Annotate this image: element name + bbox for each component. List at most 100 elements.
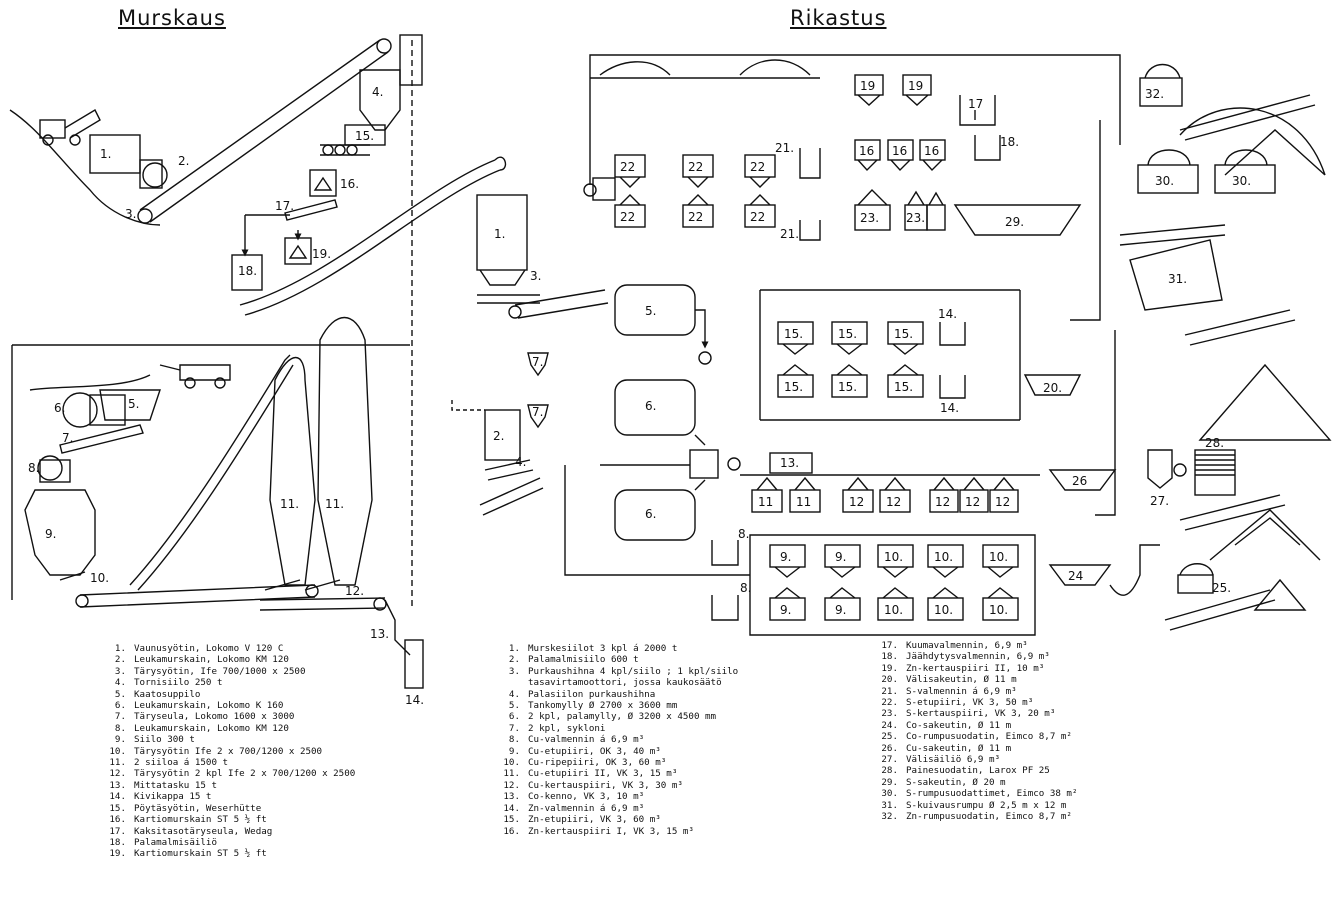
label-r6b: 6. bbox=[645, 507, 656, 521]
legend-text: Zn-rumpusuodatin, Eimco 8,7 m² bbox=[906, 811, 1072, 822]
s-valmennin-21 bbox=[800, 148, 820, 240]
loader-truck-icon bbox=[160, 365, 230, 388]
truck-unload-icon bbox=[400, 35, 422, 85]
legend-number: 16. bbox=[100, 814, 134, 825]
label-r12c: 12 bbox=[935, 495, 950, 509]
legend-row: 9.Cu-etupiiri, OK 3, 40 m³ bbox=[494, 746, 738, 757]
legend-text: Pöytäsyötin, Weserhütte bbox=[134, 803, 261, 814]
legend-number: 10. bbox=[494, 757, 528, 768]
legend-number: 32. bbox=[872, 811, 906, 822]
legend-row: 25.Co-rumpusuodatin, Eimco 8,7 m² bbox=[872, 731, 1077, 742]
legend-number: 18. bbox=[100, 837, 134, 848]
legend-number: 26. bbox=[872, 743, 906, 754]
legend-text: Leukamurskain, Lokomo KM 120 bbox=[134, 654, 289, 665]
zn-valmennin-14 bbox=[940, 322, 965, 398]
siilo-11b bbox=[318, 318, 372, 586]
legend-number: 12. bbox=[494, 780, 528, 791]
legend-row: 17.Kuumavalmennin, 6,9 m³ bbox=[872, 640, 1077, 651]
label-r10e: 10. bbox=[934, 603, 953, 617]
legend-row: 8.Cu-valmennin á 6,9 m³ bbox=[494, 734, 738, 745]
label-r30a: 30. bbox=[1155, 174, 1174, 188]
label-m1: 1. bbox=[100, 147, 111, 161]
legend-row: 15.Pöytäsyötin, Weserhütte bbox=[100, 803, 355, 814]
tarysyotin-12 bbox=[260, 580, 385, 610]
legend-text: Kartiomurskain ST 5 ½ ft bbox=[134, 814, 267, 825]
legend-number: 10. bbox=[100, 746, 134, 757]
legend-number: 19. bbox=[100, 848, 134, 859]
legend-number: 2. bbox=[494, 654, 528, 665]
legend-row: 13.Mittatasku 15 t bbox=[100, 780, 355, 791]
leukamurskain-2 bbox=[143, 163, 167, 187]
legend-text: Palasiilon purkaushihna bbox=[528, 689, 655, 700]
label-m6: 6. bbox=[54, 401, 65, 415]
label-r30b: 30. bbox=[1232, 174, 1251, 188]
legend-text: S-etupiiri, VK 3, 50 m³ bbox=[906, 697, 1033, 708]
legend-text: Purkaushihna 4 kpl/siilo ; 1 kpl/siilo bbox=[528, 666, 738, 677]
label-r22c: 22 bbox=[750, 160, 765, 174]
legend-text: Co-kenno, VK 3, 10 m³ bbox=[528, 791, 644, 802]
legend-row: 8.Leukamurskain, Lokomo KM 120 bbox=[100, 723, 355, 734]
legend-text: 2 siiloa á 1500 t bbox=[134, 757, 228, 768]
label-r15d: 15. bbox=[784, 380, 803, 394]
cu-kertauspiiri-12 bbox=[843, 478, 1018, 512]
legend-row: 12.Cu-kertauspiiri, VK 3, 30 m³ bbox=[494, 780, 738, 791]
label-r10c: 10. bbox=[989, 550, 1008, 564]
legend-text: Vaunusyötin, Lokomo V 120 C bbox=[134, 643, 283, 654]
legend-row: 5.Tankomylly Ø 2700 x 3600 mm bbox=[494, 700, 738, 711]
label-m11b: 11. bbox=[325, 497, 344, 511]
kartiomurskain-19 bbox=[285, 238, 311, 264]
label-r21b: 21. bbox=[780, 227, 799, 241]
label-r1: 1. bbox=[494, 227, 505, 241]
label-r16c: 16 bbox=[924, 144, 939, 158]
label-m8: 8. bbox=[28, 461, 39, 475]
legend-row: 18.Jäähdytysvalmennin, 6,9 m³ bbox=[872, 651, 1077, 662]
legend-row: 32.Zn-rumpusuodatin, Eimco 8,7 m² bbox=[872, 811, 1077, 822]
label-r25: 25. bbox=[1212, 581, 1231, 595]
legend-text: Kaksitasotäryseula, Wedag bbox=[134, 826, 272, 837]
legend-text: Co-sakeutin, Ø 11 m bbox=[906, 720, 1011, 731]
label-r7b: 7. bbox=[532, 405, 543, 419]
legend-number: 6. bbox=[100, 700, 134, 711]
ground-line bbox=[12, 345, 410, 600]
label-r26: 26 bbox=[1072, 474, 1087, 488]
legend-text: Murskesiilot 3 kpl á 2000 t bbox=[528, 643, 677, 654]
legend-text: Tärysyötin Ife 2 x 700/1200 x 2500 bbox=[134, 746, 322, 757]
legend-number: 17. bbox=[872, 640, 906, 651]
legend-text: Zn-valmennin á 6,9 m³ bbox=[528, 803, 644, 814]
label-r22f: 22 bbox=[750, 210, 765, 224]
legend-text: Tornisiilo 250 t bbox=[134, 677, 223, 688]
conveyor-main bbox=[240, 160, 500, 315]
label-m4: 4. bbox=[372, 85, 383, 99]
legend-number: 14. bbox=[100, 791, 134, 802]
label-r12e: 12 bbox=[995, 495, 1010, 509]
legend-row: 29.S-sakeutin, Ø 20 m bbox=[872, 777, 1077, 788]
legend-row: 19.Kartiomurskain ST 5 ½ ft bbox=[100, 848, 355, 859]
label-r9d: 9. bbox=[835, 603, 846, 617]
kartiomurskain-16 bbox=[310, 170, 336, 196]
label-r10b: 10. bbox=[934, 550, 953, 564]
label-r3: 3. bbox=[530, 269, 541, 283]
legend-text: Kivikappa 15 t bbox=[134, 791, 211, 802]
label-r9b: 9. bbox=[835, 550, 846, 564]
legend-number: 12. bbox=[100, 768, 134, 779]
label-r22a: 22 bbox=[620, 160, 635, 174]
rikastus-legend-a: 1.Murskesiilot 3 kpl á 2000 t2.Palamalmi… bbox=[494, 643, 738, 837]
legend-text: S-valmennin á 6,9 m³ bbox=[906, 686, 1017, 697]
legend-row: 11.2 siiloa á 1500 t bbox=[100, 757, 355, 768]
label-r31: 31. bbox=[1168, 272, 1187, 286]
label-r10d: 10. bbox=[884, 603, 903, 617]
label-m5: 5. bbox=[128, 397, 139, 411]
legend-text: tasavirtamoottori, jossa kaukosäätö bbox=[528, 677, 722, 688]
legend-number: 9. bbox=[494, 746, 528, 757]
legend-row: 23.S-kertauspiiri, VK 3, 20 m³ bbox=[872, 708, 1077, 719]
legend-text: S-kuivausrumpu Ø 2,5 m x 12 m bbox=[906, 800, 1066, 811]
legend-text: Tärysyötin 2 kpl Ife 2 x 700/1200 x 2500 bbox=[134, 768, 355, 779]
legend-row: 26.Cu-sakeutin, Ø 11 m bbox=[872, 743, 1077, 754]
legend-number: 30. bbox=[872, 788, 906, 799]
label-r13: 13. bbox=[780, 456, 799, 470]
label-m15: 15. bbox=[355, 129, 374, 143]
legend-text: Palamalmisiilo 600 t bbox=[528, 654, 639, 665]
painesuodatin-28 bbox=[1195, 450, 1235, 495]
legend-row: 9.Siilo 300 t bbox=[100, 734, 355, 745]
label-r19a: 19 bbox=[860, 79, 875, 93]
